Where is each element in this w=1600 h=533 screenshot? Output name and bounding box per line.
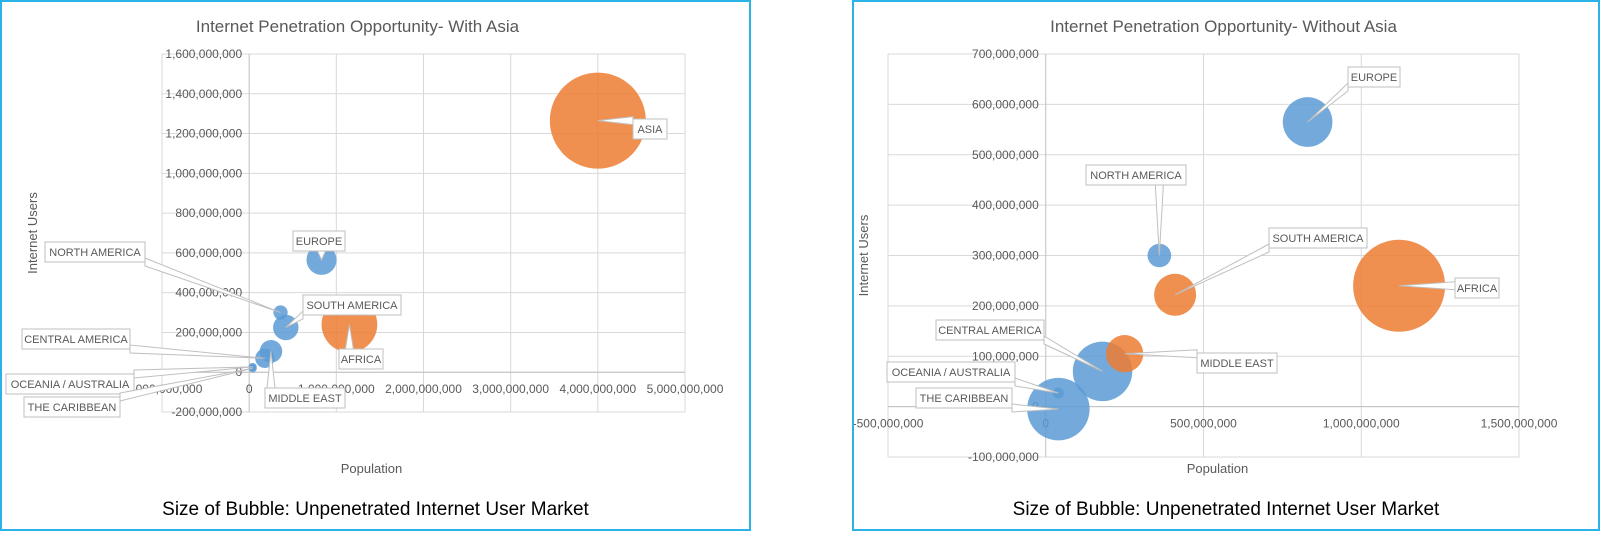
data-labels: ASIA AFRICA EUROPE NORTH AMERICA SOUTH AMERI…	[5, 116, 668, 418]
y-axis-title: Internet Users	[856, 214, 871, 296]
chart-caption: Size of Bubble: Unpenetrated Internet Us…	[162, 499, 589, 520]
chart-panel-with-asia: Internet Penetration Opportunity- With A…	[0, 0, 751, 531]
bubbles	[1027, 97, 1446, 441]
y-tick-label: 0	[235, 365, 242, 379]
data-label: ASIA	[637, 124, 663, 136]
label-box	[632, 118, 668, 140]
chart-caption: Size of Bubble: Unpenetrated Internet Us…	[1012, 499, 1440, 520]
y-tick-label: -200,000,000	[171, 405, 242, 419]
x-tick-label: -500,000,000	[854, 417, 924, 431]
x-tick-label: 2,000,000,000	[385, 382, 462, 396]
label-box	[935, 319, 1045, 341]
chart-panel-without-asia: Internet Penetration Opportunity- Withou…	[852, 0, 1600, 531]
bubble-chart-without-asia: Internet Penetration Opportunity- Withou…	[854, 17, 1558, 476]
data-label: MIDDLE EAST	[1200, 358, 1274, 370]
y-tick-label: 500,000,000	[972, 148, 1039, 162]
chart-title: Internet Penetration Opportunity- With A…	[196, 17, 520, 36]
data-label: OCEANIA / AUSTRALIA	[892, 367, 1011, 379]
y-tick-label: 1,600,000,000	[165, 47, 242, 61]
label-leader	[144, 257, 281, 314]
label-box	[1196, 352, 1278, 374]
data-label: NORTH AMERICA	[1090, 170, 1182, 182]
data-labels: AFRICA SOUTH AMERICA MIDDLE EAST EUROPE NORT…	[886, 66, 1500, 413]
label-box	[23, 396, 121, 418]
y-tick-label: 200,000,000	[972, 299, 1039, 313]
label-box	[264, 387, 346, 409]
data-label: MIDDLE EAST	[268, 393, 342, 405]
data-label: CENTRAL AMERICA	[24, 334, 128, 346]
chart-title: Internet Penetration Opportunity- Withou…	[1050, 17, 1397, 36]
data-label: AFRICA	[1457, 283, 1498, 295]
data-label: THE CARIBBEAN	[920, 393, 1009, 405]
bubbles	[248, 72, 646, 373]
data-label: THE CARIBBEAN	[28, 402, 117, 414]
x-axis-title: Population	[1187, 461, 1248, 476]
y-tick-label: 200,000,000	[175, 325, 242, 339]
data-label: AFRICA	[341, 354, 382, 366]
data-label: NORTH AMERICA	[49, 247, 141, 259]
label-box	[1268, 227, 1368, 249]
label-box	[21, 328, 131, 350]
data-label: SOUTH AMERICA	[1272, 233, 1364, 245]
y-tick-label: 400,000,000	[175, 286, 242, 300]
y-tick-label: -100,000,000	[968, 450, 1039, 464]
label-leader	[1174, 243, 1270, 296]
label-leader	[129, 344, 265, 359]
x-axis-title: Population	[341, 461, 402, 476]
y-tick-label: 400,000,000	[972, 198, 1039, 212]
bubble-chart-with-asia: Internet Penetration Opportunity- With A…	[5, 17, 724, 476]
label-box	[915, 387, 1013, 409]
x-tick-label: 3,000,000,000	[472, 382, 549, 396]
data-label: EUROPE	[1351, 72, 1397, 84]
label-box	[5, 373, 135, 395]
x-tick-label: 500,000,000	[1170, 417, 1237, 431]
x-tick-label: 1,500,000,000	[1481, 417, 1558, 431]
data-label: EUROPE	[296, 236, 342, 248]
x-tick-label: 5,000,000,000	[647, 382, 724, 396]
y-tick-label: 600,000,000	[175, 246, 242, 260]
y-tick-label: 300,000,000	[972, 249, 1039, 263]
x-tick-label: 4,000,000,000	[559, 382, 636, 396]
label-box	[886, 361, 1016, 383]
y-tick-label: 1,400,000,000	[165, 87, 242, 101]
label-box	[1454, 277, 1500, 299]
y-tick-label: 600,000,000	[972, 97, 1039, 111]
label-box	[302, 294, 402, 316]
y-tick-label: 700,000,000	[972, 47, 1039, 61]
y-axis-title: Internet Users	[25, 192, 40, 274]
data-label: SOUTH AMERICA	[306, 300, 398, 312]
label-box	[1347, 66, 1401, 88]
x-tick-label: 0	[246, 382, 253, 396]
label-box	[338, 348, 384, 370]
y-tick-label: 1,200,000,000	[165, 127, 242, 141]
label-box	[292, 230, 346, 252]
data-label: OCEANIA / AUSTRALIA	[11, 379, 130, 391]
label-box	[44, 241, 146, 263]
y-tick-label: 100,000,000	[972, 349, 1039, 363]
y-tick-label: 800,000,000	[175, 206, 242, 220]
label-box	[1085, 164, 1187, 186]
y-tick-label: 1,000,000,000	[165, 166, 242, 180]
x-tick-label: 1,000,000,000	[1323, 417, 1400, 431]
data-label: CENTRAL AMERICA	[938, 325, 1042, 337]
